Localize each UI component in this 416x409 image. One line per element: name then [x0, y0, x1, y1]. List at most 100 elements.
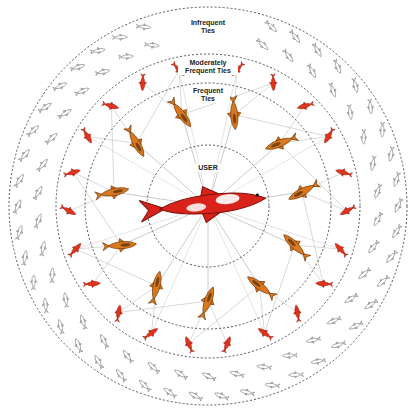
grey-fish	[114, 367, 128, 383]
red-fish	[332, 241, 349, 259]
ring-label: Frequent Ties	[186, 87, 230, 103]
grey-fish	[264, 19, 279, 34]
grey-fish	[30, 275, 37, 290]
grey-fish	[265, 381, 280, 389]
grey-fish	[56, 319, 66, 335]
red-fish	[256, 325, 274, 341]
red-fish	[139, 74, 147, 91]
grey-fish	[346, 104, 355, 119]
grey-fish	[332, 59, 344, 75]
grey-fish	[368, 156, 377, 172]
infrequent-fish	[12, 19, 405, 402]
grey-fish	[256, 363, 271, 371]
tie-ring: Frequent TiesUSER	[84, 82, 332, 330]
grey-fish	[52, 80, 68, 92]
grey-fish	[375, 274, 390, 289]
red-fish	[59, 203, 78, 218]
grey-fish	[37, 101, 53, 115]
red-fish	[335, 167, 353, 179]
red-fish	[101, 100, 119, 112]
grey-fish	[229, 369, 245, 379]
red-fish	[338, 203, 357, 218]
red-fish	[63, 167, 81, 179]
grey-fish	[98, 333, 111, 349]
orange-koi	[122, 124, 150, 160]
red-fish	[83, 279, 100, 288]
grey-fish	[201, 370, 217, 382]
grey-fish	[372, 183, 383, 199]
grey-fish	[384, 249, 399, 264]
grey-fish	[12, 198, 24, 214]
grey-fish	[281, 48, 295, 64]
red-fish	[113, 304, 124, 322]
grey-fish	[42, 298, 50, 313]
grey-fish	[239, 387, 255, 397]
moderate-fish	[59, 60, 357, 353]
grey-fish	[20, 250, 29, 266]
grey-fish	[288, 29, 302, 45]
orange-koi	[243, 271, 278, 302]
grey-fish	[366, 239, 380, 255]
grey-fish	[33, 213, 44, 229]
grey-fish	[32, 185, 45, 201]
grey-fish	[343, 292, 359, 305]
grey-fish	[348, 320, 364, 332]
grey-fish	[136, 23, 151, 31]
tie-ring: Moderately Frequent TiesFrequent TiesUSE…	[55, 53, 361, 359]
grey-fish	[327, 82, 338, 98]
orange-koi	[263, 130, 299, 155]
grey-fish	[391, 172, 402, 188]
grey-fish	[255, 37, 270, 52]
grey-fish	[119, 53, 134, 60]
orange-koi	[279, 230, 313, 263]
grey-fish	[74, 85, 90, 97]
grey-fish	[90, 46, 106, 55]
grey-fish	[70, 62, 86, 73]
grey-fish	[187, 389, 203, 402]
grey-fish	[363, 298, 379, 312]
grey-fish	[146, 360, 161, 375]
grey-fish	[390, 224, 403, 240]
red-fish	[80, 126, 95, 145]
orange-koi	[286, 177, 322, 205]
grey-fish	[78, 314, 89, 330]
grey-fish	[289, 371, 304, 378]
orange-koi	[146, 270, 167, 306]
grey-fish	[162, 385, 178, 399]
red-fish	[67, 241, 84, 259]
grey-fish	[357, 266, 372, 281]
grey-fish	[392, 198, 404, 214]
grey-fish	[49, 268, 56, 283]
ring-outline	[146, 144, 270, 268]
grey-fish	[310, 357, 326, 366]
red-fish	[269, 74, 277, 91]
red-fish	[182, 335, 196, 354]
red-fish	[321, 126, 336, 145]
ring-outline	[84, 82, 332, 330]
tie-ring: USER	[146, 144, 270, 268]
grey-fish	[330, 339, 346, 350]
grey-fish	[36, 157, 50, 173]
grey-fish	[95, 67, 111, 77]
user-koi-body	[139, 180, 268, 229]
grey-fish	[306, 63, 319, 79]
grey-fish	[311, 42, 324, 58]
grey-fish	[38, 241, 47, 257]
grey-fish	[92, 354, 105, 370]
grey-fish	[113, 34, 128, 41]
grey-fish	[17, 147, 32, 162]
grey-fish	[366, 99, 374, 114]
red-fish	[296, 100, 314, 112]
ring-label: Infrequent Ties	[183, 19, 233, 35]
grey-fish	[173, 367, 189, 381]
grey-fish	[360, 130, 367, 145]
tie-lines	[69, 70, 347, 344]
red-fish	[142, 325, 160, 341]
grey-fish	[73, 337, 85, 353]
grey-fish	[387, 146, 396, 162]
grey-fish	[121, 348, 135, 364]
tie-ring: Infrequent TiesModerately Frequent TiesF…	[8, 6, 408, 406]
red-fish	[315, 279, 332, 288]
user-koi	[139, 180, 268, 229]
